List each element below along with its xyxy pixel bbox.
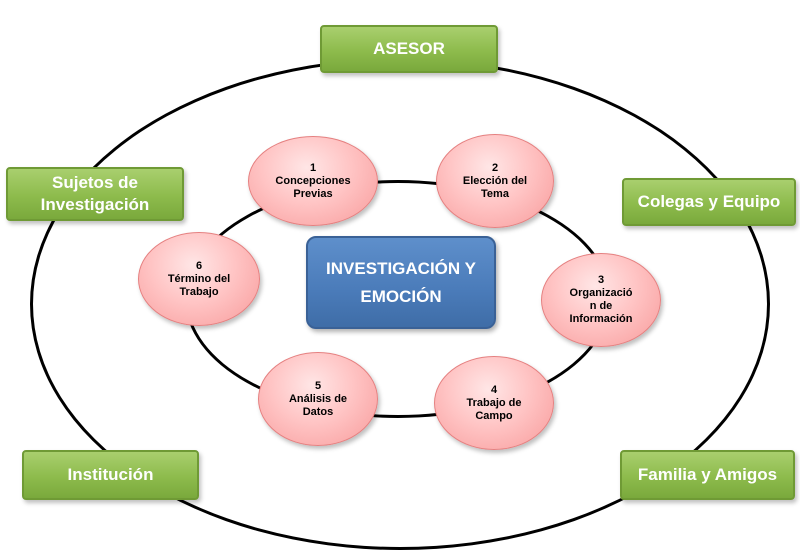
step-4: 4 Trabajo de Campo: [434, 356, 554, 450]
step-5-label: Análisis de Datos: [288, 392, 348, 418]
step-2-number: 2: [491, 161, 499, 174]
box-colegas: Colegas y Equipo: [622, 178, 796, 226]
step-2: 2 Elección del Tema: [436, 134, 554, 228]
step-3-number: 3: [597, 274, 605, 286]
step-1-number: 1: [309, 161, 317, 174]
step-1-label: Concepciones Previas: [275, 174, 351, 200]
box-asesor-label: ASESOR: [373, 39, 445, 58]
step-2-label: Elección del Tema: [462, 174, 528, 200]
step-6: 6 Término del Trabajo: [138, 232, 260, 326]
step-4-number: 4: [490, 383, 498, 396]
box-institucion: Institución: [22, 450, 199, 500]
box-asesor: ASESOR: [320, 25, 498, 73]
center-box: INVESTIGACIÓN Y EMOCIÓN: [306, 236, 496, 329]
step-3-label: Organizació n de Información: [569, 287, 633, 325]
step-5-number: 5: [314, 379, 322, 392]
center-label: INVESTIGACIÓN Y EMOCIÓN: [326, 258, 476, 306]
step-6-label: Término del Trabajo: [167, 272, 231, 298]
box-familia-label: Familia y Amigos: [637, 465, 778, 484]
step-4-label: Trabajo de Campo: [466, 396, 522, 422]
step-6-number: 6: [195, 259, 203, 272]
step-1: 1 Concepciones Previas: [248, 136, 378, 226]
box-sujetos: Sujetos de Investigación: [6, 167, 184, 221]
box-colegas-label: Colegas y Equipo: [637, 192, 781, 211]
box-sujetos-label: Sujetos de Investigación: [40, 173, 150, 214]
step-5: 5 Análisis de Datos: [258, 352, 378, 446]
step-3: 3 Organizació n de Información: [541, 253, 661, 347]
box-institucion-label: Institución: [67, 465, 154, 484]
box-familia: Familia y Amigos: [620, 450, 795, 500]
